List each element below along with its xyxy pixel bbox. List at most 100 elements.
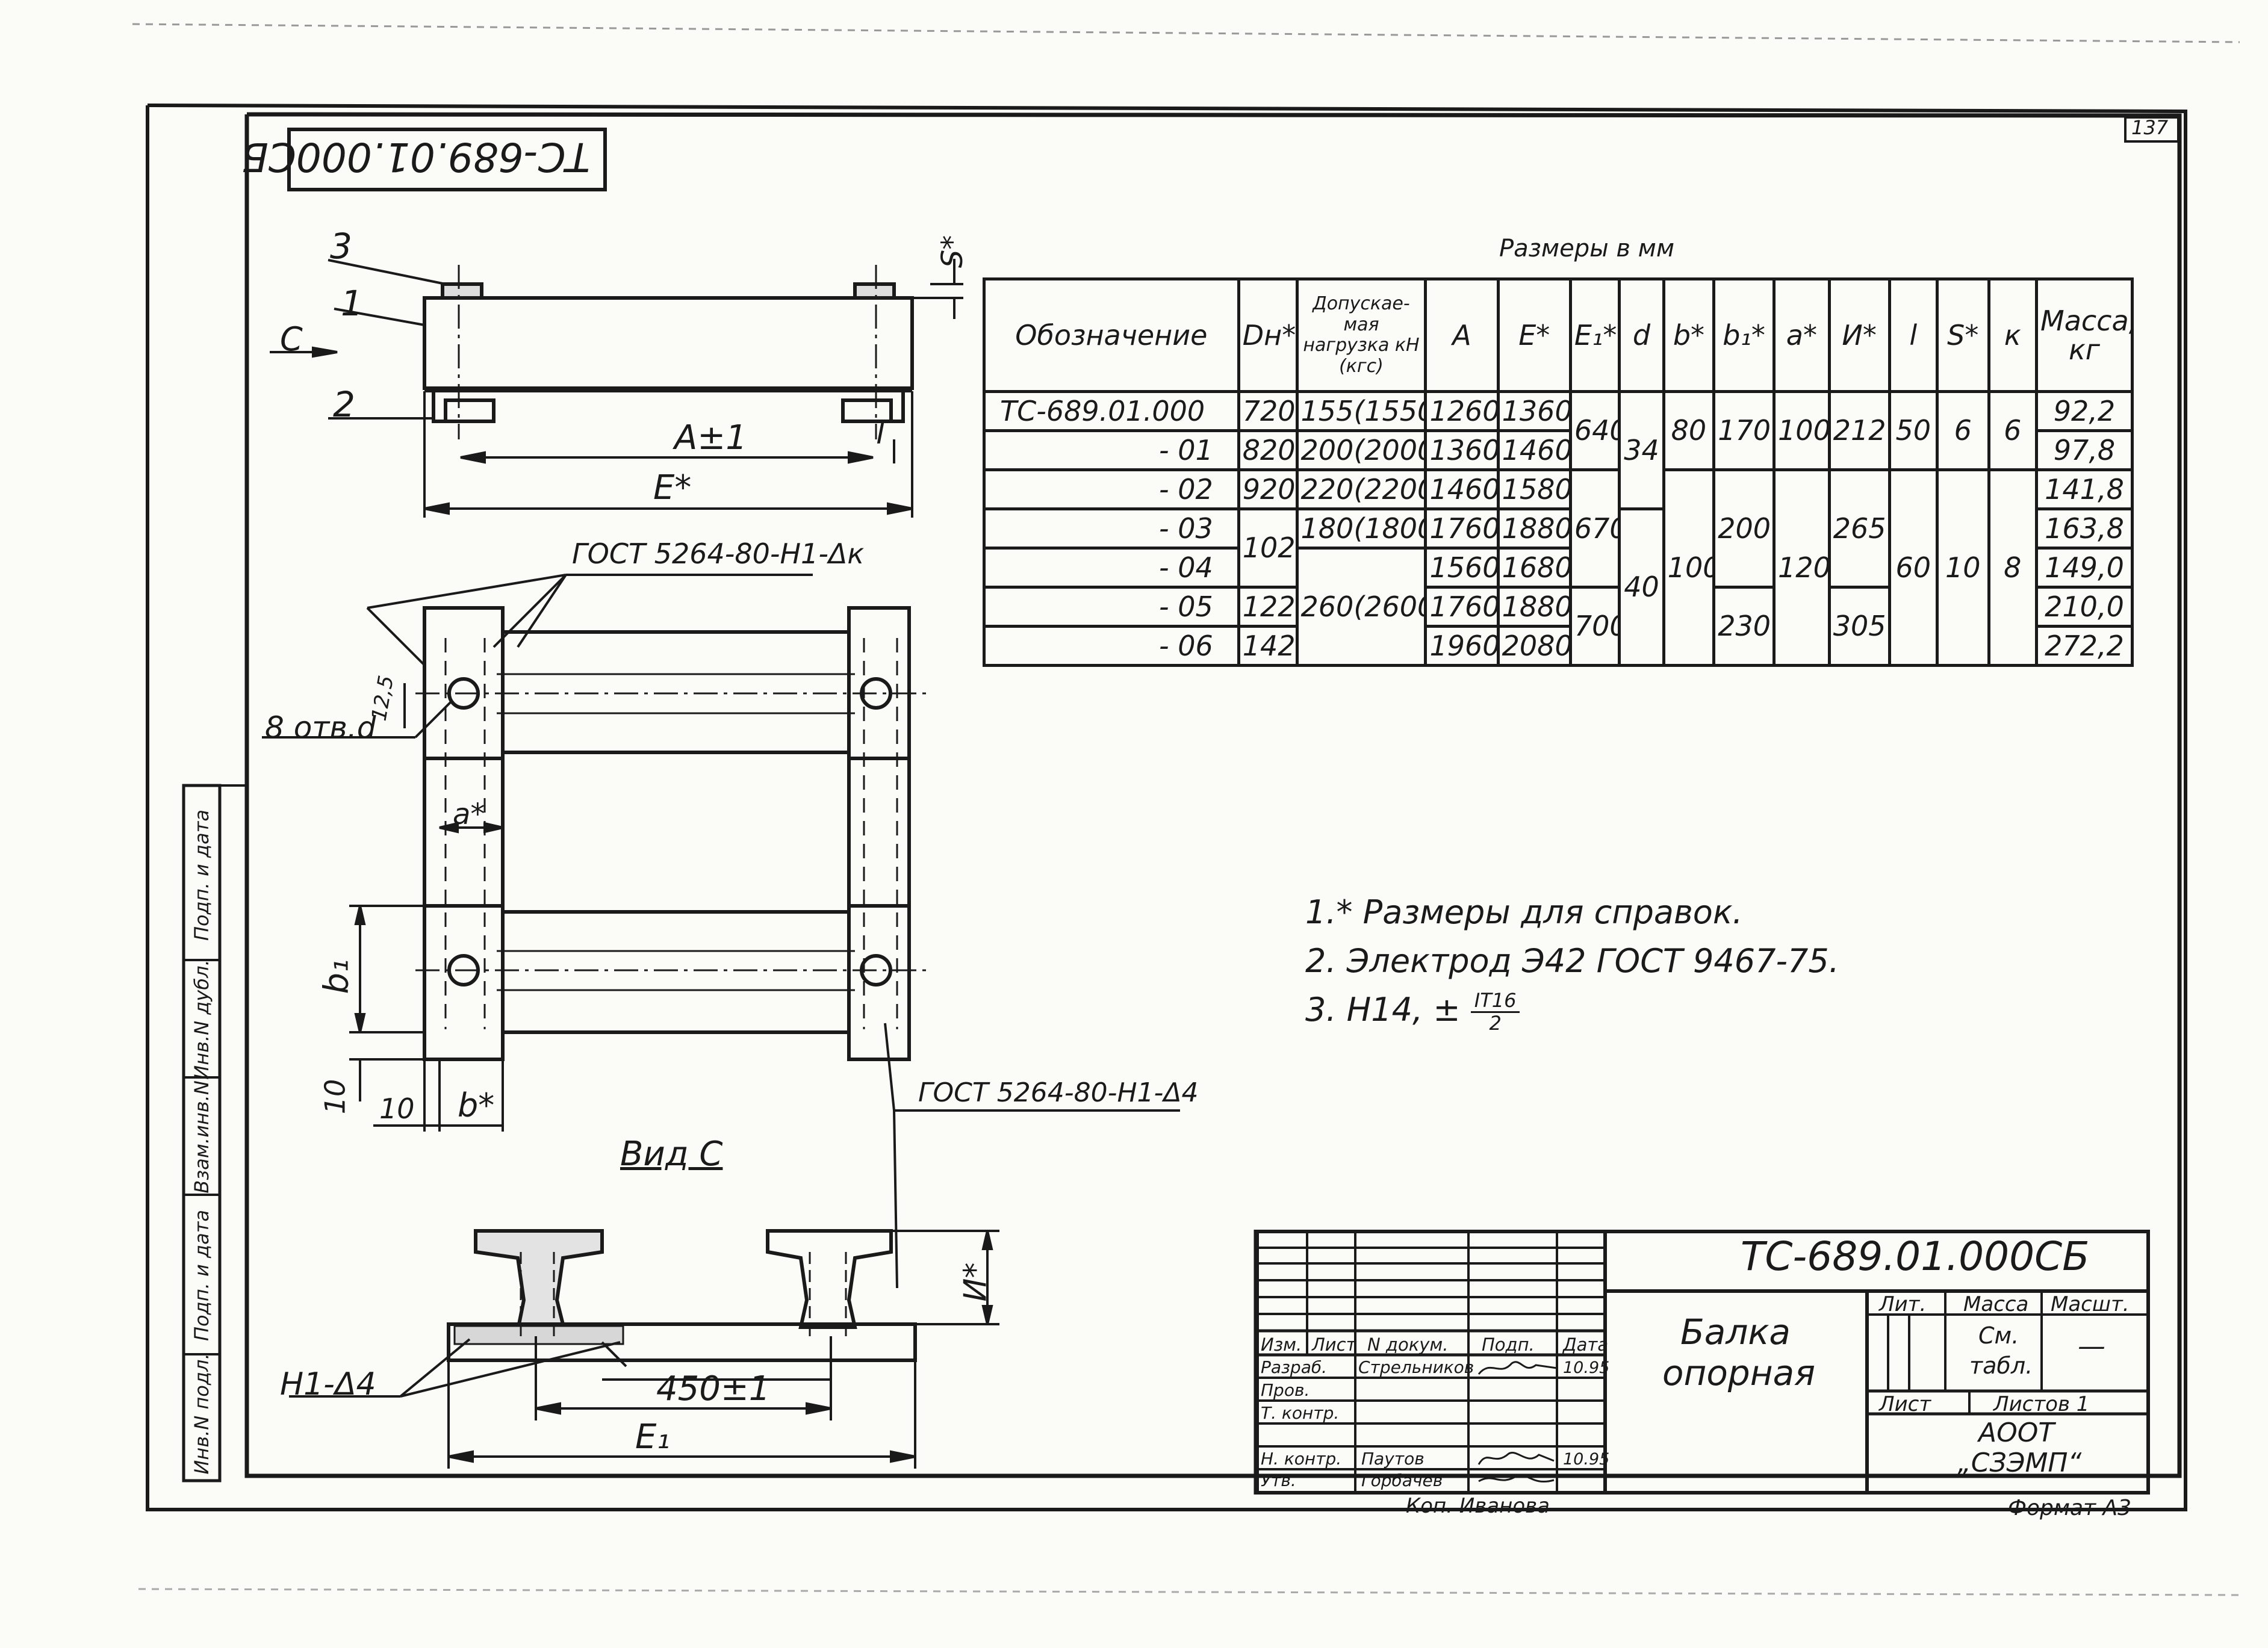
note-3-fraction: IT16 2 [1470,990,1520,1034]
cell-dn: 820 [1237,429,1299,471]
cell-a: 1960 [1424,625,1500,667]
cell-a: 1460 [1424,468,1500,510]
tb-org-2: „СЗЭМП“ [1957,1448,2082,1478]
hdr-b1: b₁* [1712,277,1776,393]
signature-icon [1477,1452,1555,1465]
hdr-a: A [1424,277,1500,393]
cell-mass: 210,0 [2035,586,2134,628]
stamp-inv-podl: Инв.N подл. [190,1353,213,1475]
outer-frame [146,104,2187,1511]
format-label: Формат А3 [2008,1496,2132,1520]
cell-e: 1680 [1496,547,1572,589]
title-block: ТС-689.01.000СБ Балка опорная Изм. Лист … [1255,1230,2150,1495]
tb-mass-val-2: табл. [1969,1352,2033,1379]
cell-a-star: 100 [1772,390,1831,471]
tb-org-1: АООТ [1978,1417,2055,1448]
cell-s: 6 [1935,390,1990,471]
tb-mass-val-1: См. [1978,1322,2019,1349]
rotated-designation: ТС-689.01.000СБ [241,134,590,180]
dim-a-star: a* [453,798,485,831]
hole [447,954,480,987]
cell-i: 265 [1827,468,1891,589]
stamp-podp-data-1: Подп. и дата [190,1210,213,1341]
page-number: 137 [2131,116,2169,139]
top-view-beam [423,265,914,439]
cell-a-star: 120 [1772,468,1831,667]
cell-d: 34 [1618,390,1665,510]
rotated-designation-box [287,128,607,191]
hdr-load: Допускае-мая нагрузка кН (кгс) [1295,277,1428,393]
cell-e: 1360 [1496,390,1572,432]
tb-role-utv: Утв. [1261,1470,1296,1490]
dim-10-vertical: 10 [318,1079,352,1115]
signature-icon [1477,1361,1558,1375]
hdr-l: l [1887,277,1939,393]
tb-sheets: Листов 1 [1993,1392,2090,1416]
cell-load: 155(15500) [1295,390,1428,432]
cell-load: 260(26000) [1295,547,1428,667]
callout-3: 3 [330,226,352,267]
tb-lit: Лит. [1879,1292,1927,1316]
hdr-a-star: a* [1772,277,1831,393]
cell-mass: 163,8 [2035,507,2134,550]
tb-designation: ТС-689.01.000СБ [1741,1233,2090,1280]
tb-mass-hdr: Масса [1963,1292,2029,1316]
tb-sheet: Лист [1879,1392,1931,1416]
cell-l: 50 [1887,390,1939,471]
dim-l: l [876,415,885,451]
table-caption: Размеры в мм [1499,235,1675,262]
cell-e: 1580 [1496,468,1572,510]
signature-icon [1478,1473,1555,1482]
side-stamp [182,784,247,1482]
cell-b: 80 [1662,390,1716,471]
cell-mass: 141,8 [2035,468,2134,510]
cell-mass: 97,8 [2035,429,2134,471]
note-3-text: 3. Н14, ± [1305,991,1461,1029]
hdr-dn: Dн* [1237,277,1299,393]
notes: 1.* Размеры для справок. 2. Электрод Э42… [1305,888,1839,1034]
row-designation: - 06 [983,625,1240,667]
dim-a: A±1 [674,418,747,457]
hdr-e: E* [1496,277,1572,393]
cell-i: 212 [1827,390,1891,471]
inner-frame [244,112,2182,1478]
view-c-marker: С [280,320,303,358]
tb-col-data: Дата [1563,1334,1609,1355]
hdr-b: b* [1662,277,1716,393]
weld-bottom: ГОСТ 5264-80-Н1-Δ4 [918,1077,1199,1108]
hdr-d: d [1618,277,1665,393]
tb-role-tkontr: Т. контр. [1261,1403,1340,1423]
cell-mass: 92,2 [2035,390,2134,432]
tb-role-prov: Пров. [1261,1380,1310,1400]
dim-450: 450±1 [656,1369,771,1408]
cell-b: 100 [1662,468,1716,667]
hdr-k: к [1987,277,2039,393]
cell-a: 1760 [1424,507,1500,550]
tb-scale-hdr: Масшт. [2051,1292,2130,1316]
weld-top: ГОСТ 5264-80-Н1-Δк [572,537,865,570]
dim-b1: b₁ [317,959,356,994]
tb-scale-val: — [2078,1330,2105,1362]
callout-2: 2 [333,384,355,425]
stamp-podp-data-2: Подп. и дата [190,810,213,941]
cell-e: 1880 [1496,586,1572,628]
tb-date-2: 10.95 [1563,1450,1610,1469]
dim-s: S* [936,235,970,268]
hole [447,677,480,710]
cell-e1: 670 [1568,468,1621,589]
cell-load: 200(20000) [1295,429,1428,471]
cell-k: 6 [1987,390,2039,471]
cell-dn: 1420 [1237,625,1299,667]
row-designation: - 03 [983,507,1240,550]
note-3: 3. Н14, ± IT16 2 [1305,985,1839,1034]
tb-date-1: 10.95 [1563,1358,1610,1377]
cell-a: 1760 [1424,586,1500,628]
hdr-s: S* [1935,277,1990,393]
hdr-i: И* [1827,277,1891,393]
cell-b1: 170 [1712,390,1776,471]
dimensions-table: Обозначение Dн* Допускае-мая нагрузка кН… [983,277,2134,667]
dim-e: E* [653,468,692,507]
